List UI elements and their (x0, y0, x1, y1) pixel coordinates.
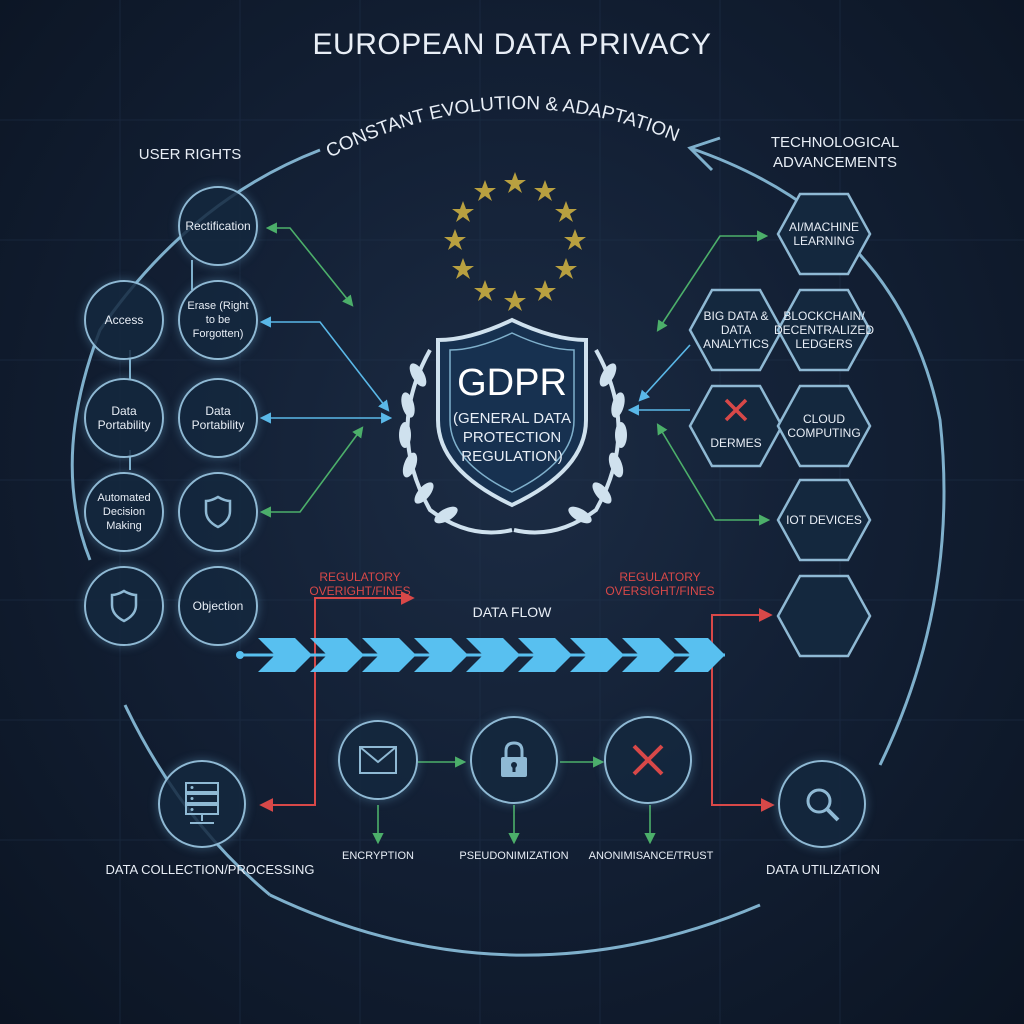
x-mark-icon (632, 744, 664, 776)
arrow-erase-gdpr (259, 316, 390, 412)
arrow-bigdata-gdpr (638, 344, 691, 402)
eu-star-icon (564, 229, 586, 250)
utilization-node[interactable] (778, 760, 866, 848)
eu-star-icon (555, 201, 577, 222)
right-automated-decision[interactable]: Automated Decision Making (84, 472, 164, 552)
eu-star-icon (444, 229, 466, 250)
anonymisation-node[interactable] (604, 716, 692, 804)
chevron-icon (674, 638, 725, 672)
chevron-icon (466, 638, 520, 672)
tech-dermes-label: DERMES (710, 436, 762, 450)
gdpr-full-name-1: (GENERAL DATA (453, 410, 571, 427)
eu-star-icon (474, 180, 496, 201)
tech-cloud[interactable]: CLOUD COMPUTING (776, 384, 872, 468)
shield-outline (436, 317, 588, 508)
tech-heading: TECHNOLOGICAL ADVANCEMENTS (770, 134, 900, 171)
eu-star-icon (504, 290, 526, 311)
arc-label-text: CONSTANT EVOLUTION & ADAPTATION (323, 93, 682, 162)
regulatory-arrow-right (711, 608, 773, 655)
label-pseudonymization: PSEUDONIMIZATION (459, 850, 569, 862)
right-portability-left[interactable]: Data Portability (84, 378, 164, 458)
shield-icon (204, 495, 232, 529)
regulatory-label-left: REGULATORY OVERIGHT/FINES (309, 570, 411, 598)
tech-big-data[interactable]: BIG DATA & DATA ANALYTICS (688, 288, 784, 372)
tech-empty-hex[interactable] (776, 574, 872, 658)
data-flow-label: DATA FLOW (472, 604, 552, 620)
tech-big-data-label: BIG DATA & DATA ANALYTICS (703, 309, 769, 351)
regulatory-arrow-left (259, 591, 415, 812)
data-flow-chevrons (236, 638, 725, 672)
right-rectification[interactable]: Rectification (178, 186, 258, 266)
gdpr-shield (399, 317, 627, 535)
tech-ai-ml-label: AI/MACHINE LEARNING (788, 220, 859, 248)
evolution-arrowhead-icon (687, 136, 721, 172)
left-connectors (129, 222, 393, 518)
right-shield-node-2[interactable] (84, 566, 164, 646)
right-connectors (627, 230, 771, 526)
right-erase[interactable]: Erase (Right to be Forgotten) (178, 280, 258, 360)
chevron-icon (570, 638, 624, 672)
chevron-icon (518, 638, 572, 672)
tech-blockchain[interactable]: BLOCKCHAIN/ DECENTRALIZED LEDGERS (774, 288, 875, 372)
tech-cloud-label: CLOUD COMPUTING (787, 412, 861, 440)
eu-stars (444, 172, 586, 311)
chevron-icon (414, 638, 468, 672)
chevron-icon (362, 638, 416, 672)
collection-node[interactable] (158, 760, 246, 848)
gdpr-full-name-3: REGULATION) (461, 448, 562, 465)
arrow-rectification-gdpr (265, 222, 354, 307)
regulatory-label-right: REGULATORY OVERSIGHT/FINES (605, 570, 715, 598)
tech-iot[interactable]: IOT DEVICES (776, 478, 872, 562)
tech-iot-label: IOT DEVICES (786, 513, 862, 527)
arc-label: CONSTANT EVOLUTION & ADAPTATION (323, 93, 682, 162)
tech-ai-ml[interactable]: AI/MACHINE LEARNING (776, 192, 872, 276)
label-collection: DATA COLLECTION/PROCESSING (105, 862, 315, 877)
tech-blockchain-label: BLOCKCHAIN/ DECENTRALIZED LEDGERS (774, 309, 875, 351)
evolution-arc-bottom (269, 893, 761, 957)
regulatory-arrow-right-down (711, 655, 775, 812)
arrow-ai-gdpr (656, 230, 769, 332)
right-access[interactable]: Access (84, 280, 164, 360)
chevron-icon (622, 638, 676, 672)
eu-star-icon (452, 201, 474, 222)
eu-star-icon (534, 180, 556, 201)
magnifier-icon (806, 788, 840, 822)
page-title: EUROPEAN DATA PRIVACY (312, 28, 712, 61)
eu-star-icon (534, 280, 556, 301)
gdpr-acronym: GDPR (457, 362, 567, 404)
label-encryption: ENCRYPTION (342, 850, 414, 862)
eu-star-icon (555, 258, 577, 279)
server-icon (185, 782, 219, 824)
shield-icon (110, 589, 138, 623)
lock-icon (501, 741, 527, 777)
eu-star-icon (504, 172, 526, 193)
process-connectors (372, 756, 656, 845)
right-portability-right[interactable]: Data Portability (178, 378, 258, 458)
x-mark-icon (724, 398, 748, 422)
chevron-icon (258, 638, 312, 672)
gdpr-full-name-2: PROTECTION (463, 429, 561, 446)
regulatory-connectors (259, 591, 775, 812)
chevron-icon (310, 638, 364, 672)
right-objection[interactable]: Objection (178, 566, 258, 646)
envelope-icon (359, 746, 397, 774)
eu-star-icon (474, 280, 496, 301)
arrow-shield-gdpr (259, 426, 364, 518)
pseudonymization-node[interactable] (470, 716, 558, 804)
right-shield-node[interactable] (178, 472, 258, 552)
label-utilization: DATA UTILIZATION (765, 862, 881, 877)
user-rights-heading: USER RIGHTS (138, 146, 242, 163)
encryption-node[interactable] (338, 720, 418, 800)
tech-dermes[interactable]: DERMES (688, 384, 784, 468)
eu-star-icon (452, 258, 474, 279)
arrow-iot-gdpr (656, 423, 771, 526)
label-anonymisation: ANONIMISANCE/TRUST (588, 850, 714, 862)
